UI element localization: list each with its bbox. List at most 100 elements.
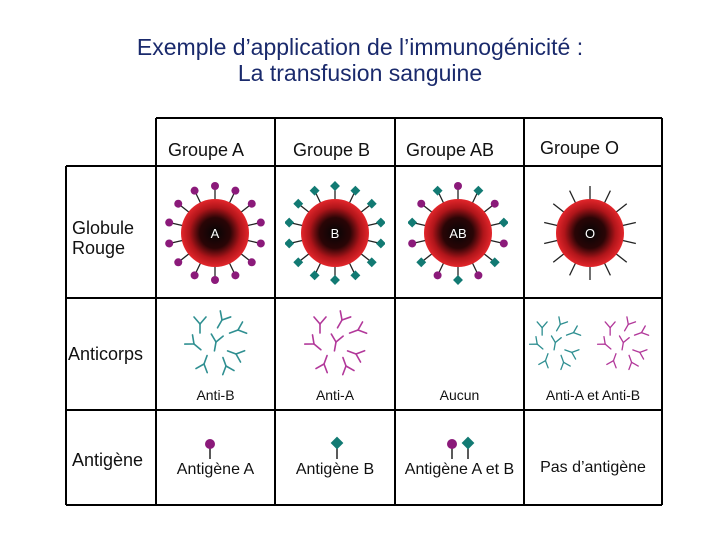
antibody-y bbox=[528, 336, 544, 350]
no-antigen-spikes bbox=[544, 186, 636, 280]
antigen-a-spikes bbox=[165, 182, 265, 284]
antibody-y bbox=[596, 336, 612, 350]
row-header-anticorps: Anticorps bbox=[68, 344, 144, 364]
column-header-groupe-b: Groupe B bbox=[293, 140, 371, 160]
antibody-y bbox=[228, 321, 248, 335]
antigen-a-head bbox=[211, 182, 219, 190]
antigen-a-head bbox=[231, 271, 240, 280]
title-line-2: La transfusion sanguine bbox=[237, 60, 483, 86]
antigen-a-head bbox=[490, 199, 499, 208]
row-header-antigene: Antigène bbox=[72, 450, 144, 470]
antigen-b-head bbox=[473, 185, 484, 196]
antigen-b-head bbox=[432, 185, 443, 196]
anticorps-label-groupe-a: Anti-B bbox=[196, 387, 235, 403]
antigen-b-head bbox=[416, 257, 427, 268]
anticorps-label-groupe-ab: Aucun bbox=[439, 387, 480, 403]
anticorps-label-groupe-b: Anti-A bbox=[315, 387, 355, 403]
antibody-y bbox=[313, 316, 327, 334]
row-header-globule-rouge: Globule Rouge bbox=[72, 218, 134, 258]
antibody-y bbox=[226, 349, 246, 363]
antigen-a-head bbox=[256, 218, 265, 227]
antigen-a-head bbox=[499, 239, 508, 248]
antibody-anti-b-group-o bbox=[528, 316, 582, 371]
antibody-y bbox=[195, 354, 209, 374]
antigen-b-head bbox=[375, 238, 385, 249]
antibody-y bbox=[193, 316, 207, 334]
antibody-y bbox=[606, 353, 617, 369]
antigen-a-head bbox=[165, 218, 174, 227]
antigen-a-head bbox=[417, 199, 426, 208]
row-header-globule-line-2: Rouge bbox=[72, 238, 126, 258]
red-cell-groupe-b: B bbox=[285, 181, 385, 285]
antibody-y bbox=[216, 310, 232, 329]
cell-body bbox=[301, 199, 369, 267]
spike-stem bbox=[544, 239, 558, 245]
antigen-a-head bbox=[231, 186, 240, 195]
antibody-y bbox=[555, 316, 569, 332]
antigen-a-head bbox=[474, 271, 483, 280]
antigene-label-groupe-b: Antigène B bbox=[295, 461, 375, 478]
antigen-b-head bbox=[350, 270, 361, 281]
antigene-label-groupe-o: Pas d’antigène bbox=[540, 459, 646, 476]
antigen-b-head bbox=[285, 238, 295, 249]
title-line-1: Exemple d’application de l’immunogénicit… bbox=[136, 34, 584, 60]
spike-stem bbox=[569, 262, 577, 276]
antigen-a-head bbox=[174, 199, 183, 208]
antigen-b-head bbox=[489, 257, 500, 268]
anticorps-label-groupe-o: Anti-A et Anti-B bbox=[545, 387, 641, 403]
antibody-y bbox=[210, 333, 224, 352]
antibody-y bbox=[618, 335, 630, 351]
spike-stem bbox=[603, 262, 611, 276]
antibody-y bbox=[633, 325, 650, 336]
antibody-y bbox=[632, 349, 648, 360]
row-header-globule-line-1: Globule bbox=[72, 218, 135, 238]
antigen-b-head bbox=[408, 217, 418, 228]
red-cell-groupe-o: O bbox=[544, 186, 636, 280]
red-cell-groupe-ab: AB bbox=[408, 182, 508, 285]
antigen-a-head bbox=[190, 186, 199, 195]
cell-letter-o: O bbox=[585, 226, 595, 241]
antigen-b-head bbox=[285, 217, 295, 228]
antibody-anti-b bbox=[183, 310, 248, 376]
cell-body bbox=[556, 199, 624, 267]
antibody-y bbox=[628, 354, 639, 371]
antigen-a-head bbox=[454, 182, 462, 190]
antigen-a-head bbox=[211, 276, 219, 284]
spike-stem bbox=[569, 190, 577, 204]
antigen-a-icon bbox=[205, 439, 215, 459]
spike-stem bbox=[622, 239, 636, 245]
antigen-b-head bbox=[330, 275, 340, 285]
antibody-y bbox=[348, 321, 368, 335]
antigen-b-head bbox=[498, 217, 508, 228]
antibody-y bbox=[336, 310, 352, 329]
antibody-y bbox=[560, 354, 571, 371]
column-header-groupe-ab: Groupe AB bbox=[406, 140, 495, 160]
cell-letter-ab: AB bbox=[449, 226, 466, 241]
antigen-a-head bbox=[247, 258, 256, 267]
antigene-label-groupe-a: Antigène A bbox=[176, 461, 255, 478]
antibody-anti-a bbox=[303, 310, 368, 376]
antibody-y bbox=[538, 353, 549, 369]
antigen-a-head bbox=[408, 239, 417, 248]
cell-body bbox=[181, 199, 249, 267]
antibody-y bbox=[623, 316, 637, 332]
antigen-b-icon bbox=[330, 436, 344, 459]
spike-stem bbox=[544, 221, 558, 227]
antibody-y bbox=[564, 349, 580, 360]
antigen-b-head bbox=[330, 181, 340, 191]
antigen-a-head bbox=[165, 239, 174, 248]
antibody-y bbox=[346, 349, 366, 363]
antigen-b-head bbox=[366, 257, 377, 268]
antigen-a-head bbox=[247, 199, 256, 208]
antigen-b-head bbox=[453, 275, 463, 285]
antigen-a-head bbox=[433, 271, 442, 280]
antibody-y bbox=[183, 334, 202, 351]
antigen-b-head bbox=[309, 270, 320, 281]
red-cell-groupe-a: A bbox=[165, 182, 265, 284]
antibody-y bbox=[565, 325, 582, 336]
antigen-b-head bbox=[350, 185, 361, 196]
antigen-b-head bbox=[293, 257, 304, 268]
cell-body bbox=[424, 199, 492, 267]
antibody-y bbox=[341, 356, 355, 376]
antibody-y bbox=[604, 321, 616, 336]
